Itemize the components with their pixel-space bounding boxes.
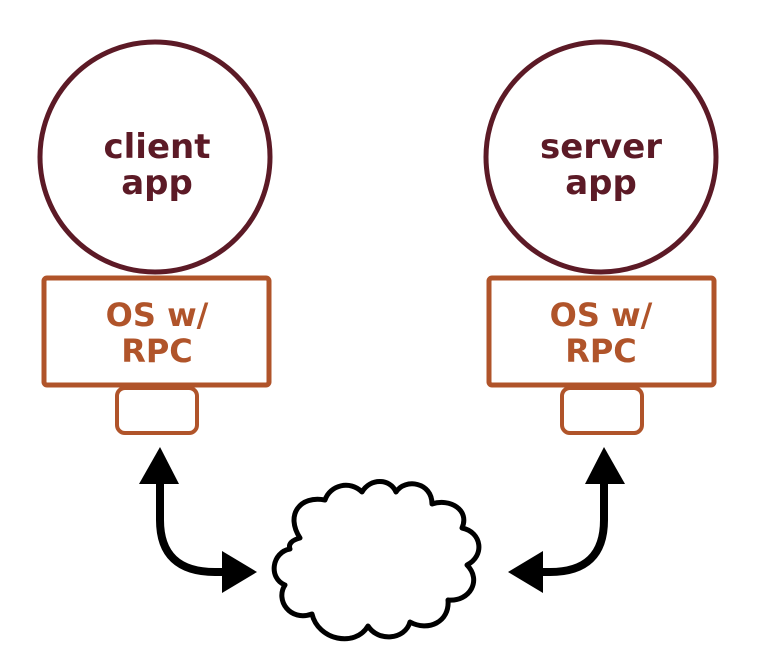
network-cloud-icon: [271, 479, 482, 642]
server-app-label-line1: server: [540, 127, 662, 167]
client-app-label-line1: client: [104, 127, 211, 167]
client-to-cloud-arrow: [156, 458, 236, 576]
client-node: client app OS w/ RPC: [37, 39, 273, 435]
client-arrowhead-up: [139, 447, 179, 484]
server-network-port: [560, 386, 644, 435]
client-os-box: [41, 275, 272, 388]
server-to-cloud-arrow: [528, 458, 608, 576]
server-os-label-line2: RPC: [565, 332, 637, 370]
client-app-circle: [37, 39, 273, 275]
server-os-box: [486, 275, 717, 388]
client-network-port: [115, 386, 199, 435]
server-arrowhead-left: [508, 551, 543, 593]
client-arrowhead-right: [222, 551, 257, 593]
server-app-circle: [483, 39, 719, 275]
server-node: server app OS w/ RPC: [483, 39, 719, 435]
server-app-label-line2: app: [565, 163, 637, 203]
client-app-label-line2: app: [121, 163, 193, 203]
server-arrowhead-up: [585, 447, 625, 484]
client-os-label-line2: RPC: [121, 332, 193, 370]
client-os-label-line1: OS w/: [106, 296, 209, 334]
server-os-label-line1: OS w/: [550, 296, 653, 334]
